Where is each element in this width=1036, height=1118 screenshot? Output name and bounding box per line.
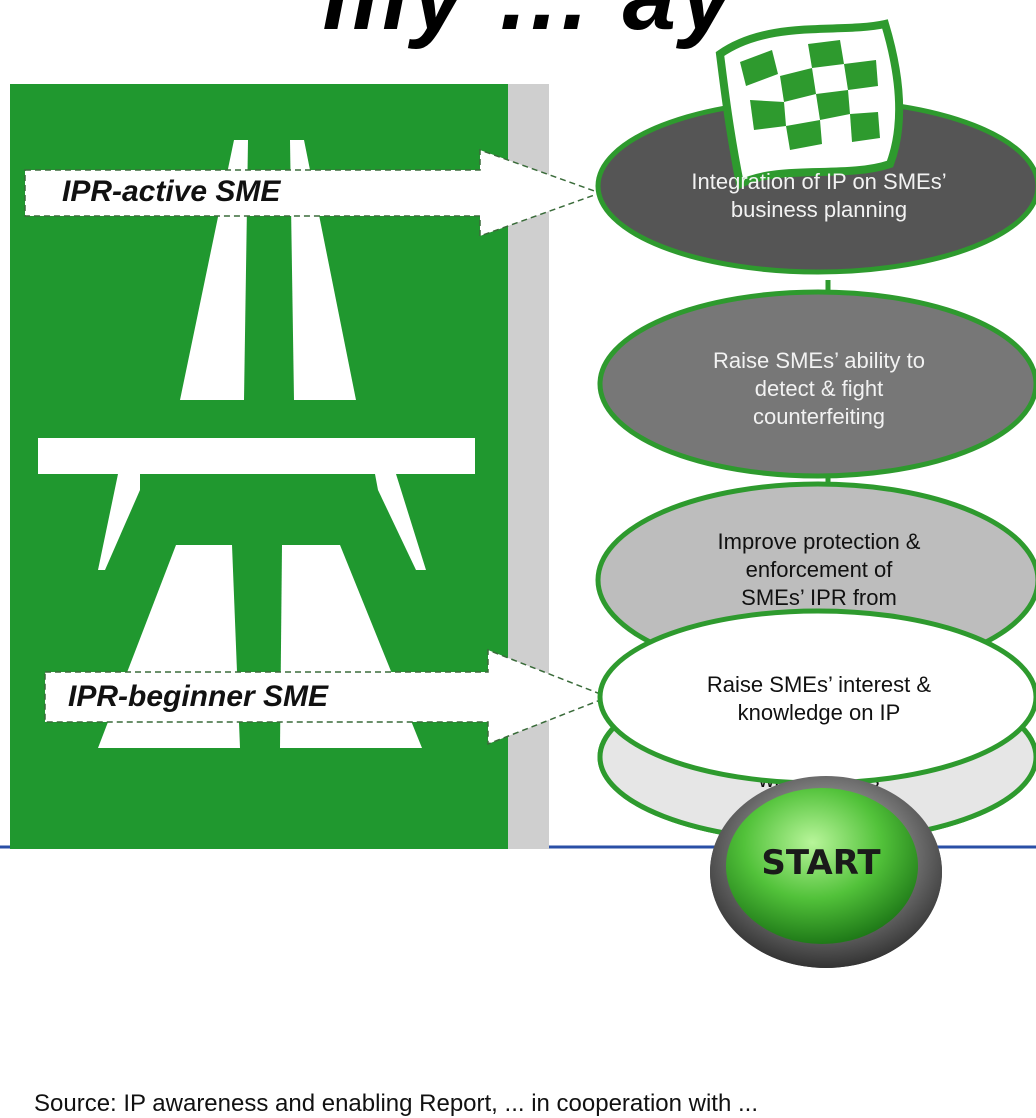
- page-title-fragment: my ... ay: [300, 0, 760, 52]
- arrow-label-ipr-beginner: IPR-beginner SME: [68, 680, 329, 713]
- footer-note: Source: IP awareness and enabling Report…: [34, 1090, 758, 1117]
- bridge-pillar-right: [375, 474, 426, 570]
- stage-text-1: Integration of IP on SMEs’business plann…: [691, 169, 947, 222]
- stage-text-5: Raise SMEs’ interest &knowledge on IP: [706, 672, 932, 725]
- checkered-flag-icon: [715, 19, 904, 190]
- bridge-pillar-left: [98, 474, 140, 570]
- arrow-ipr-beginner: [44, 648, 611, 746]
- arrow-label-ipr-active: IPR-active SME: [62, 175, 281, 208]
- start-button[interactable]: START: [761, 843, 881, 883]
- stage-ellipse-2: [597, 289, 1036, 479]
- bridge-deck: [38, 438, 475, 474]
- arrow-ipr-active: [24, 148, 603, 238]
